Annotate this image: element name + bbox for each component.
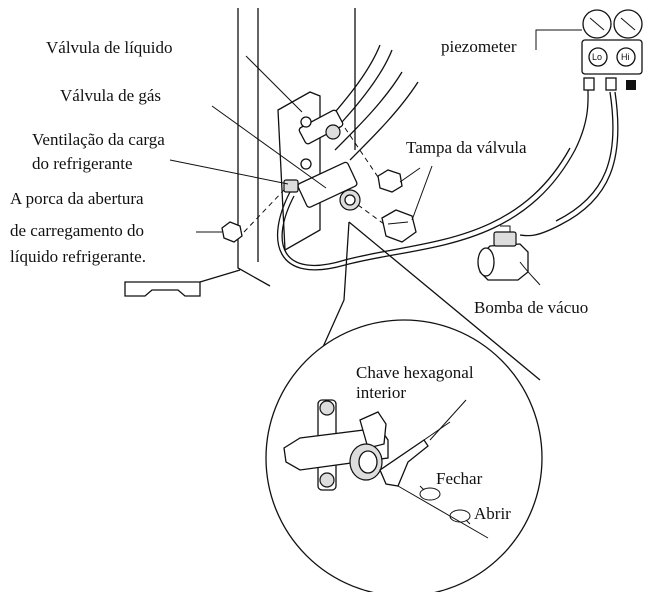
label-nut-line3: líquido refrigerante. (10, 247, 146, 266)
label-vacuum-pump: Bomba de vácuo (474, 298, 588, 317)
label-piezometer: piezometer (441, 37, 517, 56)
detail-valve (283, 399, 489, 539)
label-nut-line1: A porca da abertura (10, 189, 144, 208)
label-open: Abrir (474, 504, 511, 523)
label-vent-line1: Ventilação da carga (32, 130, 165, 149)
label-vent-line2: do refrigerante (32, 154, 133, 173)
label-hex-key-line2: interior (356, 383, 406, 402)
labels: Válvula de líquido Válvula de gás Ventil… (10, 37, 588, 523)
service-port-nut (221, 189, 285, 243)
manifold-gauge: Lo Hi (535, 9, 643, 91)
gauge-low-label: Lo (592, 52, 602, 62)
gauge-high-label: Hi (621, 52, 630, 62)
valve-caps (344, 127, 417, 243)
liquid-valve (298, 109, 344, 145)
charge-hose (277, 89, 619, 271)
label-close: Fechar (436, 469, 483, 488)
label-valve-cap: Tampa da válvula (406, 138, 527, 157)
label-gas-valve: Válvula de gás (60, 86, 161, 105)
label-liquid-valve: Válvula de líquido (46, 38, 173, 57)
label-hex-key-line1: Chave hexagonal (356, 363, 474, 382)
gas-valve (283, 158, 361, 211)
label-nut-line2: de carregamento do (10, 221, 144, 240)
vacuum-pump (477, 225, 541, 286)
refrigerant-pipes (329, 44, 419, 161)
leader-lines (169, 55, 433, 233)
